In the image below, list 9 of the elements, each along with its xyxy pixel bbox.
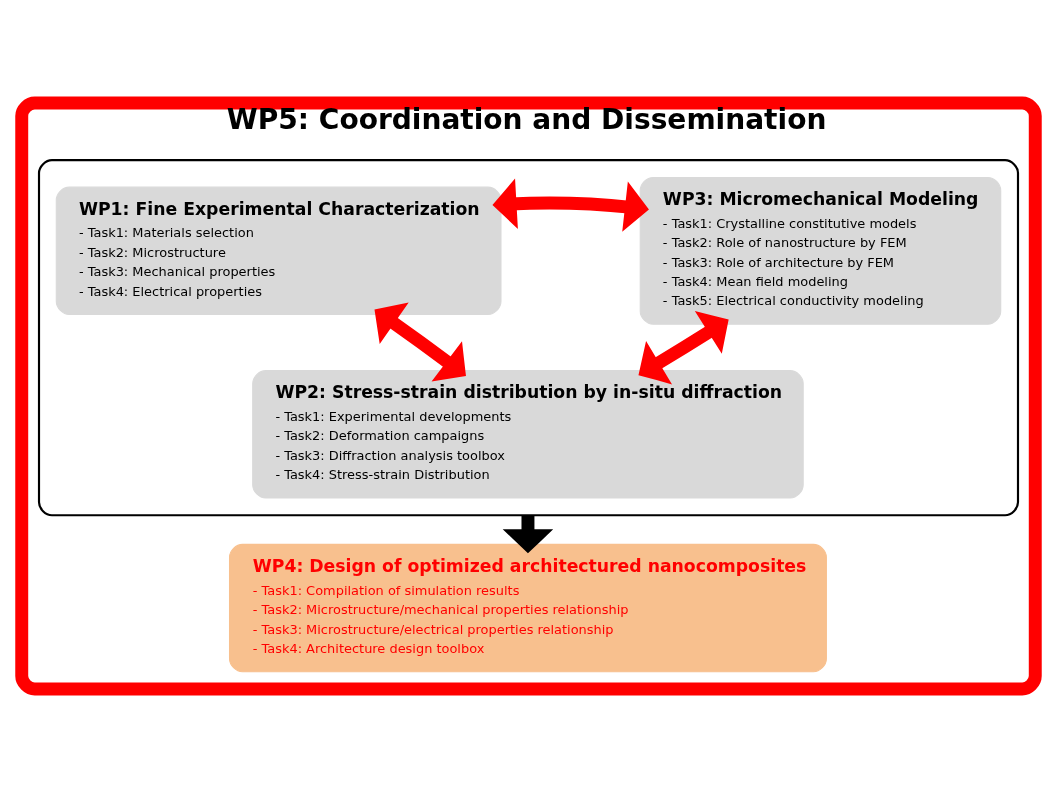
cluster [37, 159, 1020, 517]
node-box: WP1: Fine Experimental Characterization - Task1: Materials selection - Task2: Microstructure - Task3: Mechanical properties - Task4: Electrical properties [55, 186, 502, 316]
arrow [502, 515, 554, 554]
node-box: WP3: Micromechanical Modeling - Task1: Crystalline constitutive models - Task2: Role of nanostructure by FEM - Task3: Role of architecture by FEM - Task4: Mean field modeling - Task5: Electrical conductivity modeling [639, 176, 1002, 325]
arrow [638, 311, 729, 385]
node-box: WP2: Stress-strain distribution by in-situ diffraction - Task1: Experimental developments - Task2: Deformation campaigns - Task3: Diffraction analysis toolbox - Task4: Stress-strain Distribution [252, 370, 804, 499]
arrow [492, 178, 649, 232]
arrow [374, 302, 466, 382]
node-box: WP4: Design of optimized architectured nanocomposites - Task1: Compilation of simulation results - Task2: Microstructure/mechanical properties relationship - Task3: Microstructure/electrical properties relationship - Task4: Architecture design toolbox [229, 543, 827, 673]
